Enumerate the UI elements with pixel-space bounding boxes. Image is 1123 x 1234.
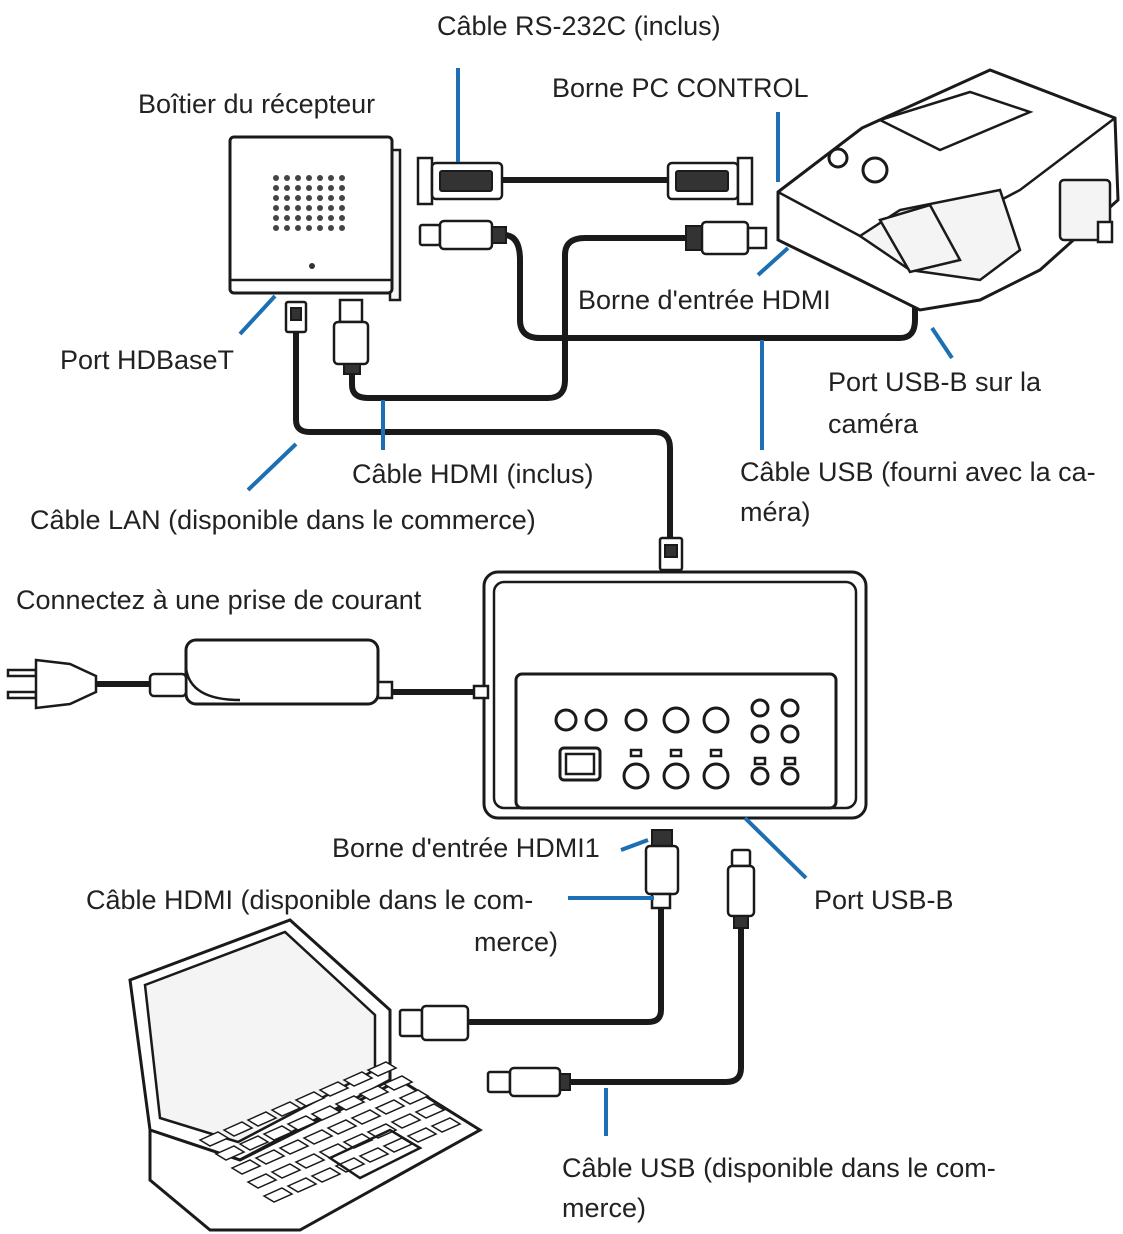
label-usb-cable-camera-1: Câble USB (fourni avec la ca- [740, 457, 1096, 487]
label-usb-b-port: Port USB-B [814, 885, 954, 915]
rs232-connector-right [666, 156, 754, 206]
leader-hdmi-in [756, 246, 790, 277]
label-usb-cable-commerce-2: merce) [562, 1193, 647, 1223]
laptop-keyboard [198, 1061, 462, 1203]
hdmi-plug-receiver [332, 298, 370, 375]
leader-usb-b [743, 816, 808, 880]
wall-plug [6, 658, 98, 710]
label-camera-usb-port-2: caméra [828, 409, 919, 439]
hdmi-cable-commerce [467, 902, 664, 1025]
label-hdmi-in-terminal: Borne d'entrée HDMI [578, 285, 831, 315]
leader-lan [246, 442, 298, 492]
label-usb-cable-camera-2: méra) [740, 497, 811, 527]
usb-a-plug-switcher [726, 848, 756, 929]
label-usb-cable-commerce-1: Câble USB (disponible dans le com- [562, 1153, 996, 1183]
label-power-outlet: Connectez à une prise de courant [16, 585, 422, 615]
usb-cable-commerce [565, 922, 744, 1085]
label-hdmi-cable-incl: Câble HDMI (inclus) [352, 459, 594, 489]
rj45-plug-receiver [284, 300, 308, 334]
usb-cable-camera [502, 232, 918, 341]
label-hdbaset-port: Port HDBaseT [60, 345, 235, 375]
hdmi-plug-top [685, 220, 768, 256]
rs232-connector-left [416, 156, 504, 206]
laptop [128, 918, 571, 1232]
receiver-vent-grille [273, 175, 345, 231]
leader-hdmi1 [620, 838, 649, 852]
label-pc-control: Borne PC CONTROL [552, 73, 809, 103]
leader-camera-usb [930, 326, 954, 360]
leader-hdbaset [238, 294, 277, 336]
label-lan-cable: Câble LAN (disponible dans le commerce) [30, 505, 536, 535]
power-adapter [148, 638, 394, 706]
label-hdmi1-in-terminal: Borne d'entrée HDMI1 [332, 833, 600, 863]
label-hdmi-cable-commerce-2: merce) [474, 927, 559, 957]
hdmi-plug-laptop [398, 1004, 470, 1042]
usb-a-plug-top [418, 219, 507, 251]
label-receiver-box: Boîtier du récepteur [138, 89, 376, 119]
receiver-box [228, 135, 402, 302]
switcher [472, 536, 868, 820]
label-rs232-cable: Câble RS-232C (inclus) [437, 11, 721, 41]
hdmi-plug-switcher [644, 829, 680, 910]
lan-cable [293, 327, 673, 543]
label-hdmi-cable-commerce-1: Câble HDMI (disponible dans le com- [86, 885, 534, 915]
usb-a-plug-laptop [486, 1066, 571, 1098]
label-camera-usb-port-1: Port USB-B sur la [828, 367, 1042, 397]
hdmi-cable-incl [349, 235, 693, 401]
projector [776, 68, 1120, 312]
